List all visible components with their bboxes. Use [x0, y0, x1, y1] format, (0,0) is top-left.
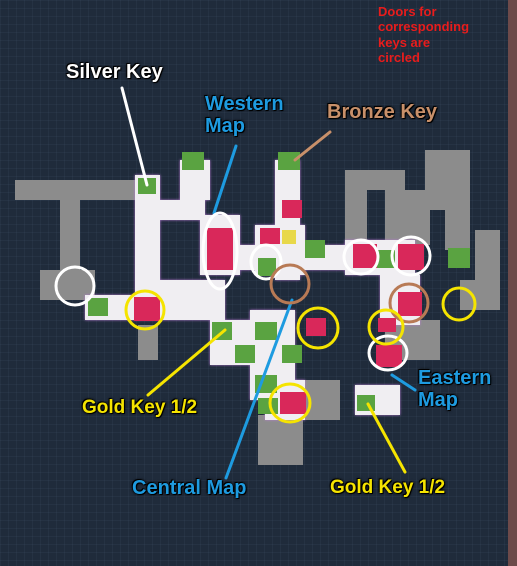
treasure-chest-icon [398, 244, 424, 270]
silver-key-label: Silver Key [66, 61, 163, 83]
grass-tile-icon [255, 322, 277, 340]
bronze-key-pointer [293, 130, 332, 162]
western-map-circle [201, 211, 239, 291]
gold-door-circle [367, 308, 405, 346]
silver-key-pointer [120, 86, 149, 187]
treasure-chest-icon [378, 318, 396, 332]
gold-key-right-pointer [366, 402, 407, 474]
gold-key-left-pointer [146, 328, 227, 397]
gold-door-circle [296, 306, 340, 350]
grass-tile-icon [258, 398, 278, 414]
explored-rooms [85, 160, 420, 420]
silver-door-circle [342, 238, 380, 276]
treasure-chest-icon [134, 297, 160, 321]
treasure-chest-icon [353, 244, 377, 268]
treasure-chest-icon [260, 228, 280, 244]
grass-tile-icon [278, 152, 300, 170]
treasure-chest-icon [207, 228, 233, 270]
gold-door-circle [441, 286, 477, 322]
bronze-key-label: Bronze Key [327, 101, 438, 123]
central-map-pointer [224, 298, 294, 480]
treasure-chest-icon [280, 392, 306, 414]
grass-tile-icon [305, 240, 325, 258]
silver-door-circle [367, 334, 409, 372]
gold-key-right-label: Gold Key 1/2 [330, 477, 446, 498]
western-map-label: Western Map [205, 93, 284, 137]
treasure-chest-icon [306, 318, 326, 336]
grass-tile-icon [88, 298, 108, 316]
grass-tile-icon [448, 248, 470, 268]
pointer-lines [120, 86, 417, 480]
silver-door-circle [249, 243, 283, 281]
silver-door-circle [390, 235, 432, 277]
grass-tile-icon [282, 345, 302, 363]
central-map-label: Central Map [132, 477, 247, 499]
unexplored-rooms [15, 150, 500, 465]
edge-strip [508, 0, 517, 566]
gold-door-circle [124, 289, 166, 331]
grass-tile-icon [235, 345, 255, 363]
bronze-door-circle [269, 263, 311, 305]
player-marker [282, 230, 296, 244]
gold-key-left-label: Gold Key 1/2 [82, 397, 198, 418]
legend-note: Doors for corresponding keys are circled [378, 4, 470, 65]
eastern-map-label: Eastern Map [418, 367, 492, 411]
door-circles [54, 211, 477, 424]
gold-door-circle [268, 382, 312, 424]
bronze-door-circle [388, 282, 430, 324]
grass-tile-icon [258, 258, 276, 276]
western-map-pointer [212, 144, 238, 215]
grass-tile-icon [375, 250, 395, 268]
grass-tile-icon [357, 395, 375, 411]
eastern-map-pointer [390, 373, 417, 392]
silver-door-circle [54, 265, 96, 307]
treasure-chest-icon [282, 200, 302, 218]
treasure-chest-icon [398, 292, 422, 316]
grass-tile-icon [182, 152, 204, 170]
treasure-chests [134, 200, 424, 414]
treasure-chest-icon [376, 345, 402, 367]
